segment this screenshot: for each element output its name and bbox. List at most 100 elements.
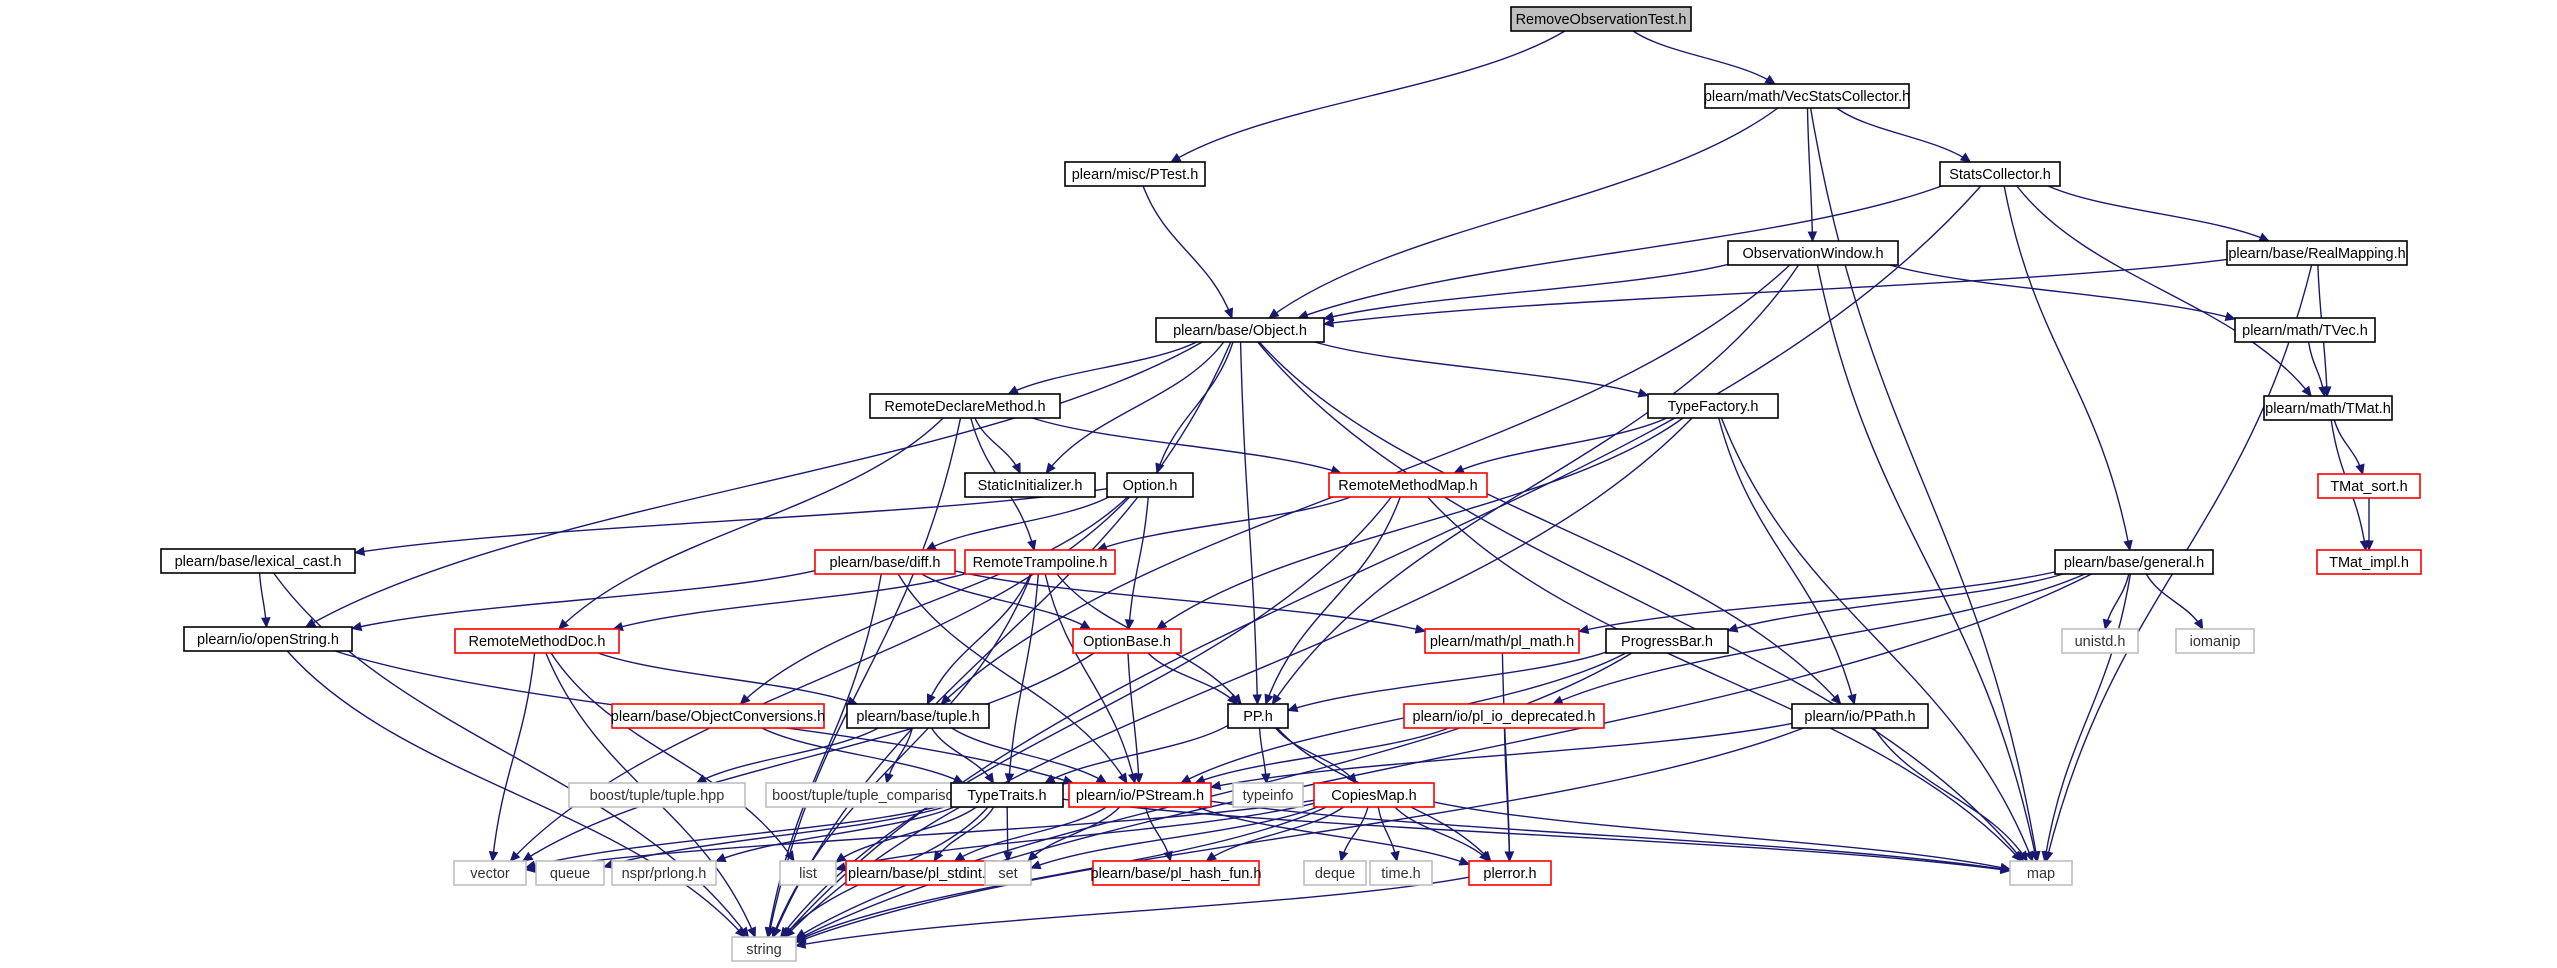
edge-copiesmap-to-map bbox=[1433, 801, 2011, 871]
node-remotemethodmap[interactable]: RemoteMethodMap.h bbox=[1328, 472, 1488, 498]
node-label: TypeFactory.h bbox=[1668, 399, 1759, 415]
arrowhead-pliodep-to-plerror bbox=[1504, 851, 1515, 863]
edge-remotemethodmap-to-map bbox=[1427, 496, 2022, 862]
arrowhead-obswindow-to-tvec bbox=[2224, 311, 2237, 322]
node-plhash[interactable]: plearn/base/pl_hash_fun.h bbox=[1091, 860, 1262, 886]
node-box bbox=[1727, 240, 1899, 266]
node-typefactory[interactable]: TypeFactory.h bbox=[1647, 393, 1779, 419]
node-box bbox=[454, 628, 620, 654]
node-box bbox=[1068, 782, 1212, 808]
arrowhead-diff-to-pstream bbox=[1117, 772, 1128, 785]
node-box bbox=[1092, 860, 1260, 886]
arrowhead-object-to-typefactory bbox=[1637, 388, 1650, 398]
arrowhead-general-to-map bbox=[2041, 850, 2051, 863]
node-typetraits[interactable]: TypeTraits.h bbox=[950, 782, 1064, 808]
arrowhead-statscollector-to-realmapping bbox=[2258, 232, 2270, 242]
arrowhead-pp-to-typetraits bbox=[1044, 774, 1056, 784]
edge-remotemethodmap-to-pp bbox=[1265, 496, 1401, 705]
node-diff[interactable]: plearn/base/diff.h bbox=[814, 549, 956, 575]
node-box bbox=[2226, 240, 2408, 266]
edge-object-to-pp bbox=[1239, 341, 1259, 705]
node-tmat[interactable]: plearn/math/TMat.h bbox=[2263, 395, 2393, 421]
node-box bbox=[2316, 549, 2422, 575]
edge-vecstats-to-statscollector bbox=[1836, 107, 1971, 163]
node-plerror[interactable]: plerror.h bbox=[1468, 860, 1552, 886]
arrowhead-remotedeclare-to-remotemethoddoc bbox=[557, 618, 569, 630]
edge-remotedeclare-to-string bbox=[767, 417, 962, 938]
edge-statscollector-to-object bbox=[1298, 185, 1942, 319]
edge-copiesmap-to-list bbox=[835, 802, 1315, 870]
node-box bbox=[2317, 473, 2421, 499]
node-ptest[interactable]: plearn/misc/PTest.h bbox=[1064, 161, 1206, 187]
node-general[interactable]: plearn/base/general.h bbox=[2054, 549, 2214, 575]
node-box bbox=[779, 860, 837, 886]
node-remotemethoddoc[interactable]: RemoteMethodDoc.h bbox=[454, 628, 620, 654]
node-remotedeclare[interactable]: RemoteDeclareMethod.h bbox=[869, 393, 1061, 419]
node-plstdint[interactable]: plearn/base/pl_stdint.h bbox=[845, 860, 997, 886]
node-statscollector[interactable]: StatsCollector.h bbox=[1939, 161, 2061, 187]
node-tmatsort[interactable]: TMat_sort.h bbox=[2317, 473, 2421, 499]
node-box bbox=[2009, 860, 2073, 886]
node-option[interactable]: Option.h bbox=[1106, 472, 1194, 498]
node-label: deque bbox=[1315, 866, 1355, 882]
node-pp[interactable]: PP.h bbox=[1227, 703, 1289, 729]
edge-object-to-string bbox=[772, 341, 1232, 938]
node-label: vector bbox=[470, 866, 510, 882]
edge-remotetramp-to-tuple bbox=[926, 573, 1032, 705]
node-box bbox=[964, 549, 1116, 575]
node-root[interactable]: RemoveObservationTest.h bbox=[1510, 6, 1692, 32]
arrowhead-remotetramp-to-tuple bbox=[926, 693, 936, 706]
edge-copiesmap-to-plerror bbox=[1394, 806, 1490, 862]
node-box bbox=[984, 860, 1032, 886]
node-vecstats[interactable]: plearn/math/VecStatsCollector.h bbox=[1704, 83, 1910, 109]
node-box bbox=[1605, 628, 1729, 654]
edge-optionbase-to-vector bbox=[522, 652, 1095, 862]
edge-ppath-to-string bbox=[795, 727, 1804, 943]
arrowhead-tmat-to-tmatsort bbox=[2355, 463, 2365, 476]
node-optionbase[interactable]: OptionBase.h bbox=[1072, 628, 1182, 654]
node-ppath[interactable]: plearn/io/PPath.h bbox=[1791, 703, 1929, 729]
node-tuple[interactable]: plearn/base/tuple.h bbox=[846, 703, 990, 729]
node-copiesmap[interactable]: CopiesMap.h bbox=[1313, 782, 1435, 808]
node-staticinit[interactable]: StaticInitializer.h bbox=[964, 472, 1096, 498]
node-box bbox=[950, 782, 1064, 808]
arrowhead-typetraits-to-prlong bbox=[714, 853, 727, 862]
arrowhead-remotemethoddoc-to-vector bbox=[488, 851, 499, 863]
node-label: plearn/io/pl_io_deprecated.h bbox=[1413, 709, 1596, 725]
node-tvec[interactable]: plearn/math/TVec.h bbox=[2234, 317, 2376, 343]
node-label: plearn/base/pl_hash_fun.h bbox=[1091, 866, 1262, 882]
node-plmath[interactable]: plearn/math/pl_math.h bbox=[1424, 628, 1580, 654]
edge-general-to-pliodep bbox=[1552, 573, 2086, 705]
node-pstream[interactable]: plearn/io/PStream.h bbox=[1068, 782, 1212, 808]
node-string: string bbox=[731, 936, 797, 962]
arrowhead-root-to-vecstats bbox=[1764, 74, 1776, 85]
node-box bbox=[1510, 6, 1692, 32]
edge-statscollector-to-realmapping bbox=[2047, 185, 2270, 242]
edge-remotemethoddoc-to-list bbox=[550, 652, 795, 862]
edge-tuple-to-pstream bbox=[951, 727, 1107, 784]
node-obswindow[interactable]: ObservationWindow.h bbox=[1727, 240, 1899, 266]
node-remotetramp[interactable]: RemoteTrampoline.h bbox=[964, 549, 1116, 575]
node-openstring[interactable]: plearn/io/openString.h bbox=[183, 626, 353, 652]
arrowhead-pstream-to-set bbox=[1027, 850, 1039, 862]
node-progressbar[interactable]: ProgressBar.h bbox=[1605, 628, 1729, 654]
edge-ppath-to-map bbox=[1873, 727, 2028, 862]
arrowhead-general-to-progressbar bbox=[1726, 623, 1739, 633]
node-label: ObservationWindow.h bbox=[1742, 246, 1883, 262]
node-tmatimpl[interactable]: TMat_impl.h bbox=[2316, 549, 2422, 575]
node-lexicalcast[interactable]: plearn/base/lexical_cast.h bbox=[160, 548, 356, 574]
arrowhead-obswindow-to-pp bbox=[1271, 693, 1282, 706]
arrowhead-typetraits-to-set bbox=[1003, 851, 1013, 863]
node-objconv[interactable]: plearn/base/ObjectConversions.h bbox=[611, 703, 825, 729]
node-pliodep[interactable]: plearn/io/pl_io_deprecated.h bbox=[1403, 703, 1605, 729]
arrowhead-general-to-plmath bbox=[1577, 624, 1590, 634]
node-realmapping[interactable]: plearn/base/RealMapping.h bbox=[2226, 240, 2408, 266]
edge-pliodep-to-plerror bbox=[1503, 727, 1511, 862]
node-label: plearn/base/lexical_cast.h bbox=[175, 554, 342, 570]
node-box bbox=[1369, 860, 1433, 886]
node-object[interactable]: plearn/base/Object.h bbox=[1155, 317, 1325, 343]
arrowhead-optionbase-to-pp bbox=[1227, 693, 1238, 705]
node-list: list bbox=[779, 860, 837, 886]
node-label: CopiesMap.h bbox=[1331, 788, 1416, 804]
nodes-layer: RemoveObservationTest.h plearn/math/VecSt… bbox=[160, 6, 2422, 962]
